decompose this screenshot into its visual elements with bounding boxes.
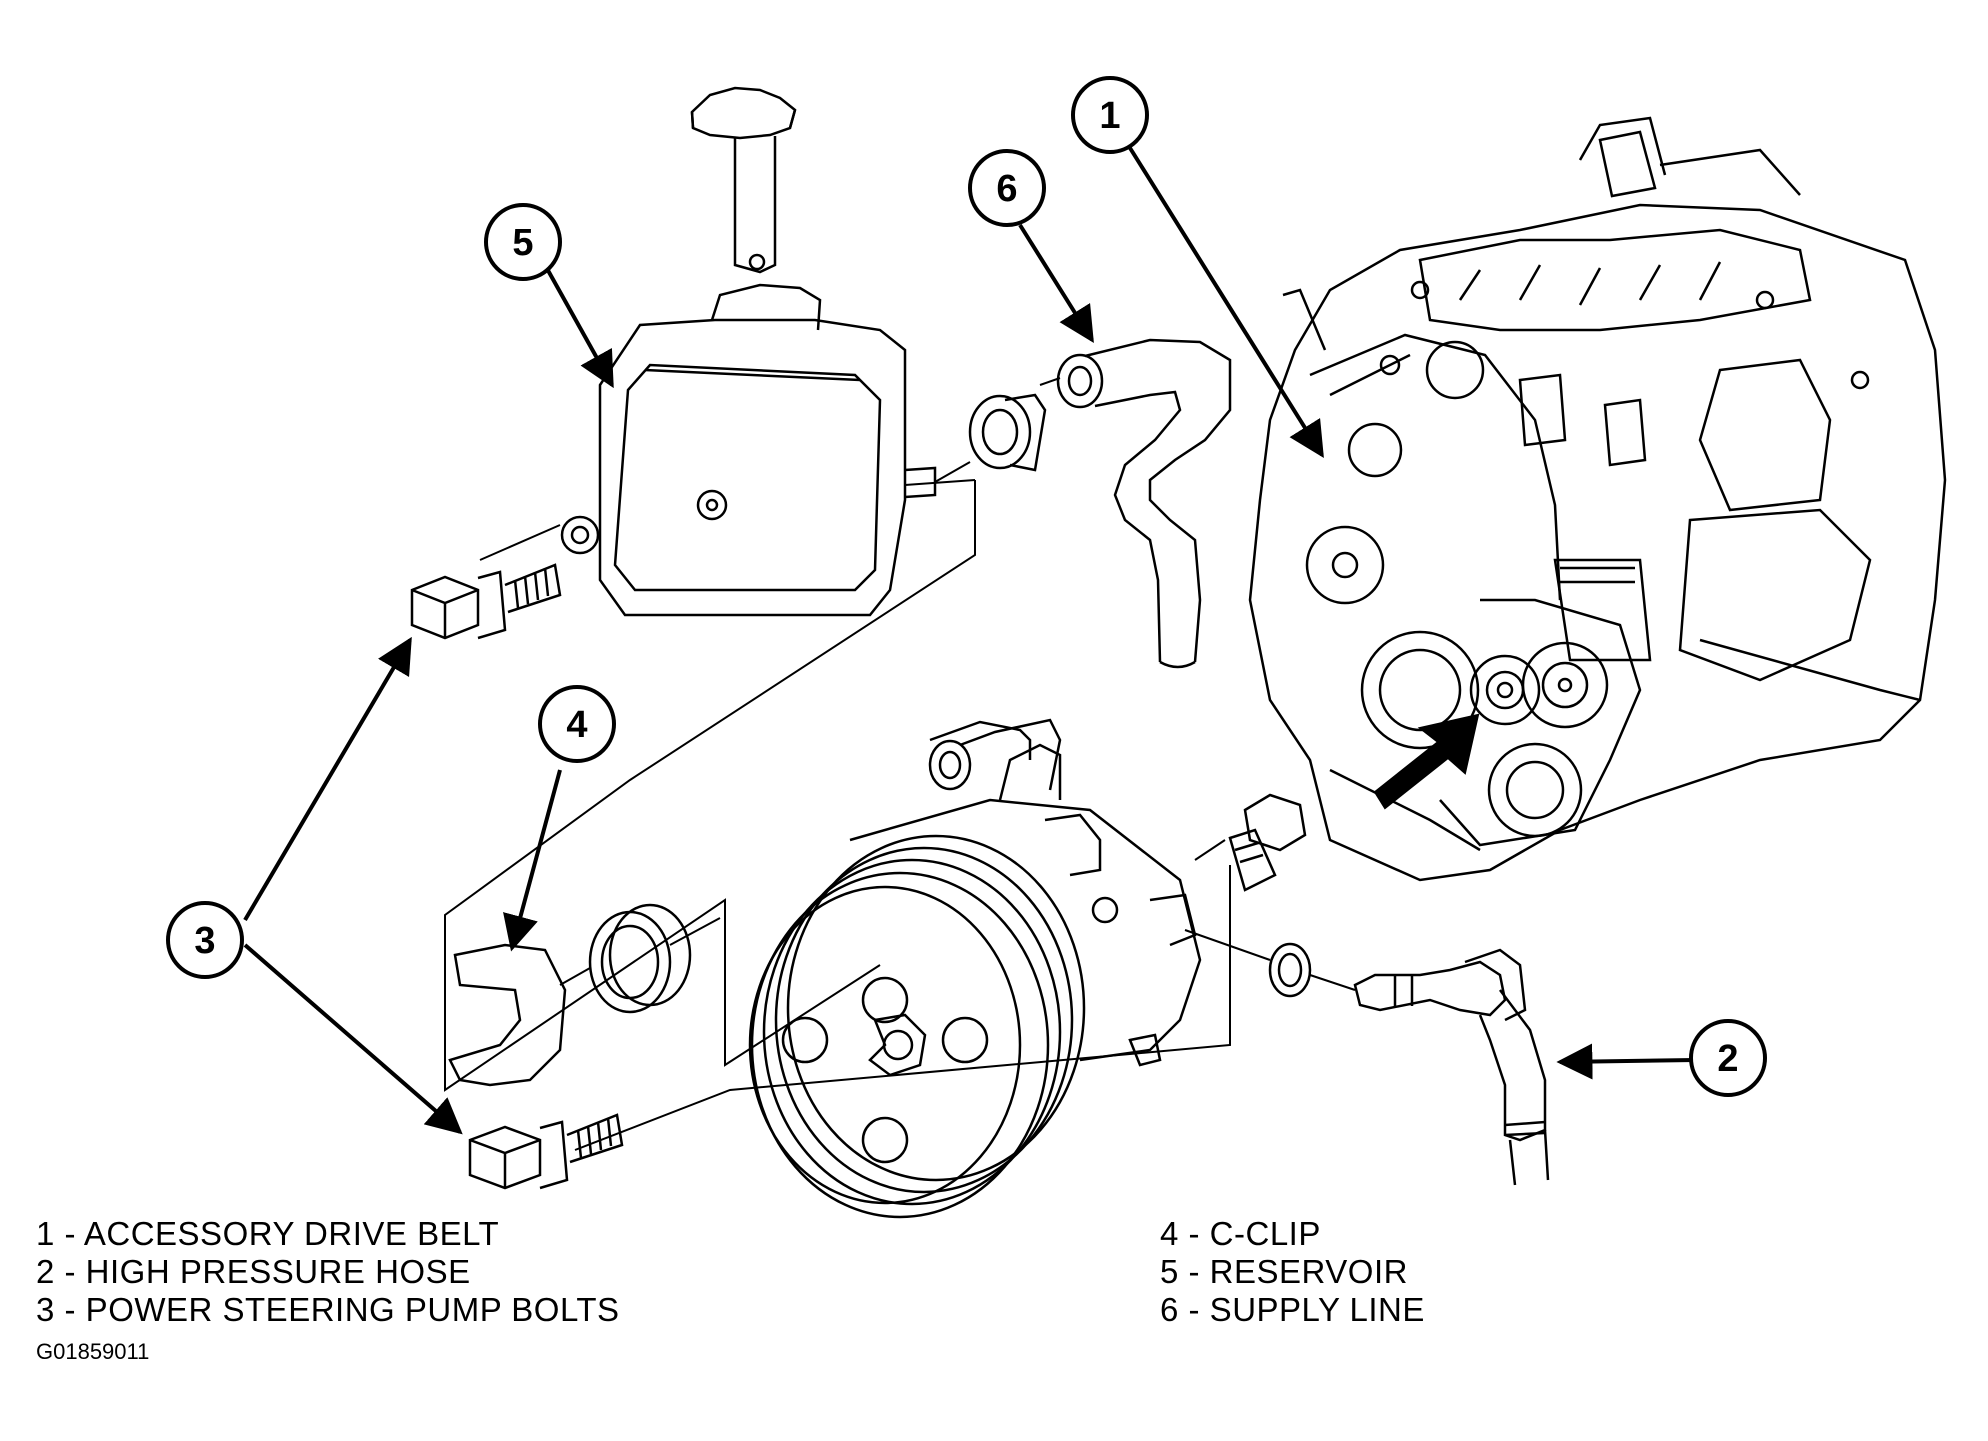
legend-item-3: 3 - POWER STEERING PUMP BOLTS [36,1291,620,1328]
callout-6: 6 [968,149,1046,227]
leader-line-5 [543,264,614,389]
callout-number: 5 [512,222,533,264]
engine-illustration [1248,116,1947,882]
alignment-guides [444,377,1356,1151]
callout-number: 1 [1099,95,1120,137]
callout-3: 3 [166,901,244,979]
high-pressure-hose-illustration [1353,948,1550,1186]
leader-line-3-lower [243,943,463,1135]
leader-line-1 [1128,146,1324,459]
power-steering-pump-illustration [748,718,1202,1219]
legend-right-column: 4 - C-CLIP 5 - RESERVOIR 6 - SUPPLY LINE [1160,1215,1425,1329]
callout-2: 2 [1689,1019,1767,1097]
hose-connector-illustration [968,393,1047,472]
legend-left-column: 1 - ACCESSORY DRIVE BELT 2 - HIGH PRESSU… [36,1215,620,1329]
bolt-lower-illustration [468,1113,624,1190]
leader-line-6 [1018,223,1094,344]
c-clip-illustration [448,943,567,1087]
leader-line-3-upper [243,636,412,922]
leader-line-4 [503,769,562,952]
callout-number: 4 [566,704,587,746]
leader-line-2 [1556,1043,1696,1080]
o-ring-illustration [1268,942,1312,998]
pump-seal-illustration [588,903,692,1014]
callout-1: 1 [1071,76,1149,154]
supply-line-illustration [1056,338,1232,669]
legend-item-6: 6 - SUPPLY LINE [1160,1291,1425,1328]
leader-lines [243,146,1696,1135]
callout-4: 4 [538,685,616,763]
callout-number: 3 [194,920,215,962]
callout-number: 6 [996,168,1017,210]
legend-item-2: 2 - HIGH PRESSURE HOSE [36,1253,471,1290]
reservoir-illustration [560,86,937,617]
location-arrow-icon [1373,713,1480,810]
legend-item-5: 5 - RESERVOIR [1160,1253,1408,1290]
bolt-right-illustration [1228,793,1307,892]
callout-number: 2 [1717,1038,1738,1080]
bolt-upper-illustration [410,563,562,640]
legend-item-4: 4 - C-CLIP [1160,1215,1321,1252]
figure-code: G01859011 [36,1339,150,1364]
legend-item-1: 1 - ACCESSORY DRIVE BELT [36,1215,500,1252]
callout-5: 5 [484,203,562,281]
